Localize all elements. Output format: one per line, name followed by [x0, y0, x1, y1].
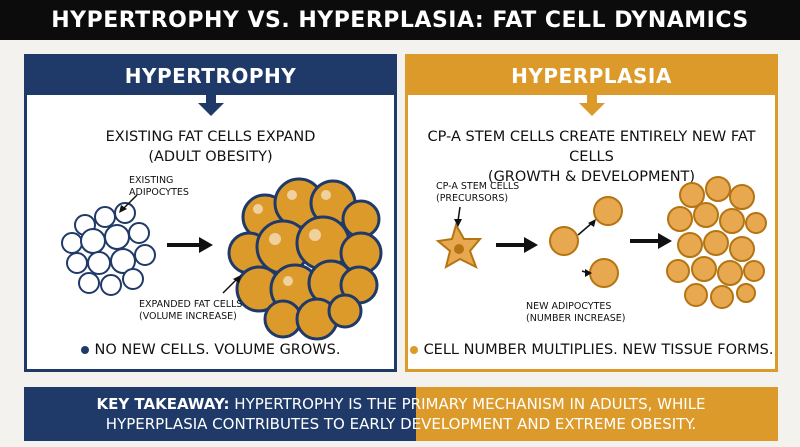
- hyperplasia-subtitle-line1: CP-A STEM CELLS CREATE ENTIRELY NEW FAT …: [427, 129, 756, 165]
- takeaway-text-line1: HYPERTROPHY IS THE PRIMARY MECHANISM IN …: [234, 395, 706, 413]
- stem-cell-nucleus: [454, 244, 464, 254]
- new-fat-tissue-cluster: [666, 176, 767, 309]
- split-arrow-upper: [577, 222, 593, 236]
- existing-adipocyte-cluster: [61, 202, 156, 296]
- new-adipocyte-pointer-arrowhead: [585, 269, 592, 277]
- expanded-pointer-arrow: [222, 278, 238, 294]
- bullet-icon: [409, 346, 418, 354]
- existing-pointer-arrowhead: [119, 205, 127, 213]
- hypertrophy-subtitle-line2: (ADULT OBESITY): [148, 149, 273, 165]
- new-adipocytes-label-line1: NEW ADIPOCYTES: [526, 301, 612, 312]
- down-arrow-icon: [197, 95, 224, 116]
- existing-label-line1: EXISTING: [129, 175, 174, 186]
- hypertrophy-heading: HYPERTROPHY: [27, 57, 394, 95]
- takeaway-label: KEY TAKEAWAY:: [96, 395, 230, 413]
- expanded-pointer-arrowhead: [233, 275, 241, 283]
- key-takeaway-banner: KEY TAKEAWAY: HYPERTROPHY IS THE PRIMARY…: [24, 387, 778, 441]
- expanded-fat-cells-label: EXPANDED FAT CELLS (VOLUME INCREASE): [139, 299, 242, 323]
- new-adipocytes-label: NEW ADIPOCYTES (NUMBER INCREASE): [526, 301, 626, 325]
- new-adipocytes: [549, 196, 623, 288]
- expanded-label-line1: EXPANDED FAT CELLS: [139, 299, 243, 310]
- stem-cells-label: CP-A STEM CELLS (PRECURSORS): [436, 181, 519, 205]
- stem-pointer-arrow: [457, 206, 461, 222]
- right-arrow-icon: [496, 237, 538, 253]
- hyperplasia-panel: HYPERPLASIA CP-A STEM CELLS CREATE ENTIR…: [405, 54, 778, 372]
- expanded-label-line2: (VOLUME INCREASE): [139, 311, 237, 322]
- hyperplasia-diagram: [435, 176, 767, 309]
- hyperplasia-subtitle-line2: (GROWTH & DEVELOPMENT): [487, 169, 696, 185]
- hypertrophy-summary: NO NEW CELLS. VOLUME GROWS.: [27, 342, 394, 358]
- stem-label-line2: (PRECURSORS): [436, 193, 509, 204]
- new-adipocytes-label-line2: (NUMBER INCREASE): [526, 313, 626, 324]
- down-arrow-icon: [578, 95, 605, 116]
- expanded-fat-cell-cluster: [227, 177, 383, 341]
- right-arrow-icon: [630, 233, 672, 249]
- page-title: HYPERTROPHY VS. HYPERPLASIA: FAT CELL DY…: [0, 0, 800, 40]
- takeaway-text-line2: HYPERPLASIA CONTRIBUTES TO EARLY DEVELOP…: [105, 415, 697, 433]
- hypertrophy-diagram: [61, 177, 383, 341]
- split-arrowhead-upper: [588, 219, 596, 227]
- existing-adipocytes-label: EXISTING ADIPOCYTES: [129, 175, 189, 199]
- hypertrophy-subtitle-line1: EXISTING FAT CELLS EXPAND: [105, 129, 316, 145]
- hyperplasia-heading: HYPERPLASIA: [408, 57, 775, 95]
- stem-label-line1: CP-A STEM CELLS: [436, 181, 520, 192]
- hypertrophy-summary-text: NO NEW CELLS. VOLUME GROWS.: [94, 342, 341, 358]
- hyperplasia-summary: CELL NUMBER MULTIPLIES. NEW TISSUE FORMS…: [408, 342, 775, 358]
- hyperplasia-summary-text: CELL NUMBER MULTIPLIES. NEW TISSUE FORMS…: [423, 342, 774, 358]
- takeaway-line1: KEY TAKEAWAY: HYPERTROPHY IS THE PRIMARY…: [96, 394, 705, 414]
- right-arrow-icon: [167, 237, 213, 253]
- bullet-icon: [80, 346, 89, 354]
- hypertrophy-subtitle: EXISTING FAT CELLS EXPAND (ADULT OBESITY…: [27, 127, 394, 167]
- existing-pointer-arrow: [122, 194, 138, 210]
- hypertrophy-panel: HYPERTROPHY EXISTING FAT CELLS EXPAND (A…: [24, 54, 397, 372]
- existing-label-line2: ADIPOCYTES: [129, 187, 189, 198]
- hyperplasia-subtitle: CP-A STEM CELLS CREATE ENTIRELY NEW FAT …: [408, 127, 775, 187]
- expanded-cell-highlights: [253, 190, 331, 286]
- stem-pointer-arrowhead: [454, 219, 462, 227]
